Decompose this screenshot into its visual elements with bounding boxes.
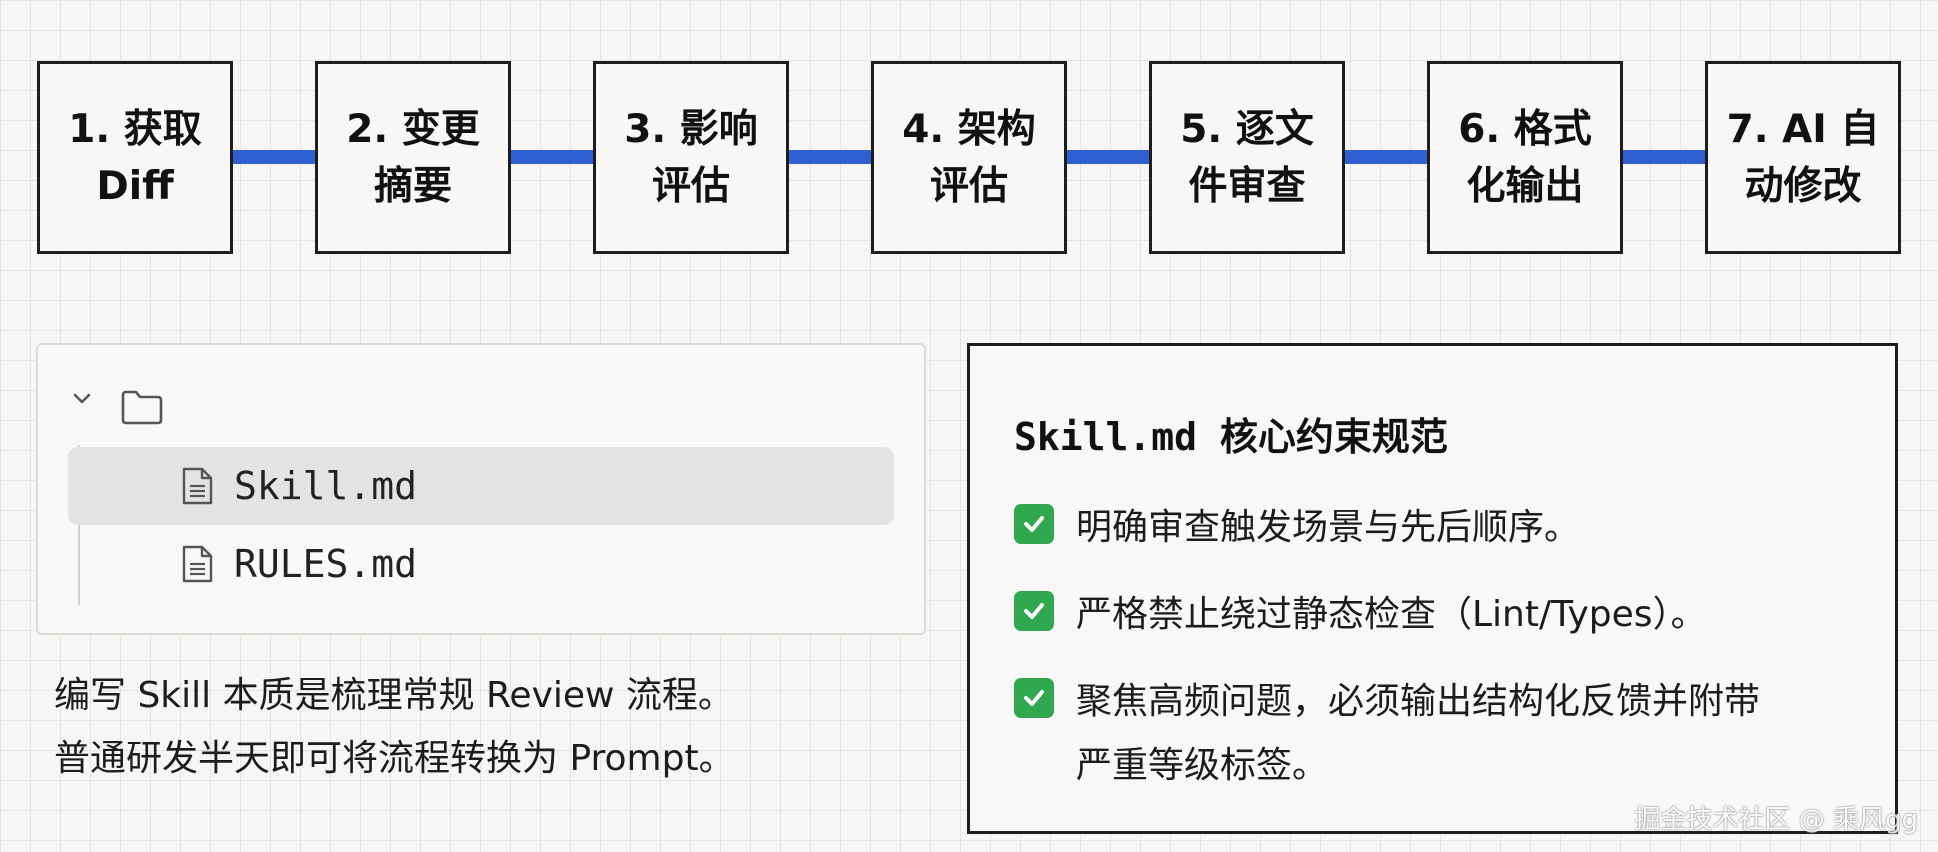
rule-text: 聚焦高频问题，必须输出结构化反馈并附带 严重等级标签。 bbox=[1076, 670, 1760, 798]
step-label-line2: 件审查 bbox=[1188, 163, 1306, 209]
step-label-line2: 评估 bbox=[929, 163, 1008, 209]
file-name: Skill.md bbox=[234, 464, 418, 508]
rule-item-1: 明确审查触发场景与先后顺序。 bbox=[1014, 496, 1854, 560]
step-label-line2: 动修改 bbox=[1744, 163, 1862, 209]
pipeline-step-2: 2. 变更 摘要 bbox=[315, 61, 511, 254]
rule-text: 严格禁止绕过静态检查（Lint/Types）。 bbox=[1076, 583, 1707, 647]
file-row-rules[interactable]: RULES.md bbox=[68, 525, 894, 603]
check-mark-icon bbox=[1014, 504, 1054, 544]
rules-panel: Skill.md 核心约束规范 明确审查触发场景与先后顺序。 严格禁止绕过静态检… bbox=[967, 343, 1898, 834]
check-mark-icon bbox=[1014, 678, 1054, 718]
caption-line-2: 普通研发半天即可将流程转换为 Prompt。 bbox=[54, 738, 735, 779]
step-label-line1: 2. 变更 bbox=[346, 106, 480, 152]
step-label-line1: 1. 获取 bbox=[68, 106, 202, 152]
file-text-icon bbox=[182, 467, 213, 505]
rule-text: 明确审查触发场景与先后顺序。 bbox=[1076, 496, 1580, 560]
file-text-icon bbox=[182, 545, 213, 583]
pipeline-step-1: 1. 获取 Diff bbox=[37, 61, 233, 254]
tree-indent-guide bbox=[78, 445, 80, 605]
folder-icon[interactable] bbox=[120, 389, 164, 425]
rule-text-line1: 聚焦高频问题，必须输出结构化反馈并附带 bbox=[1076, 681, 1761, 722]
pipeline-connector-3 bbox=[789, 150, 873, 164]
file-row-skill[interactable]: Skill.md bbox=[68, 447, 894, 525]
rules-title: Skill.md 核心约束规范 bbox=[1014, 415, 1448, 459]
file-explorer: Skill.md RULES.md bbox=[36, 343, 926, 635]
pipeline-connector-4 bbox=[1067, 150, 1151, 164]
pipeline-connector-6 bbox=[1623, 150, 1707, 164]
rule-item-2: 严格禁止绕过静态检查（Lint/Types）。 bbox=[1014, 583, 1854, 647]
step-label-line1: 4. 架构 bbox=[902, 106, 1036, 152]
pipeline-step-6: 6. 格式 化输出 bbox=[1427, 61, 1623, 254]
rule-text-line1: 严格禁止绕过静态检查（Lint/Types）。 bbox=[1076, 594, 1707, 635]
watermark: 掘金技术社区 @ 乘风gg bbox=[1634, 805, 1918, 835]
pipeline-step-3: 3. 影响 评估 bbox=[593, 61, 789, 254]
chevron-down-icon[interactable] bbox=[68, 385, 96, 413]
check-mark-icon bbox=[1014, 591, 1054, 631]
caption-text: 编写 Skill 本质是梳理常规 Review 流程。 普通研发半天即可将流程转… bbox=[54, 664, 914, 790]
pipeline-connector-2 bbox=[511, 150, 595, 164]
pipeline-connector-5 bbox=[1345, 150, 1429, 164]
rule-item-3: 聚焦高频问题，必须输出结构化反馈并附带 严重等级标签。 bbox=[1014, 670, 1854, 798]
pipeline-connector-1 bbox=[233, 150, 317, 164]
rule-text-line2: 严重等级标签。 bbox=[1076, 745, 1329, 786]
step-label-line1: 7. AI 自 bbox=[1726, 106, 1880, 152]
caption-line-1: 编写 Skill 本质是梳理常规 Review 流程。 bbox=[54, 675, 734, 716]
pipeline-step-4: 4. 架构 评估 bbox=[871, 61, 1067, 254]
step-label-line2: Diff bbox=[96, 163, 174, 209]
rule-text-line1: 明确审查触发场景与先后顺序。 bbox=[1076, 507, 1581, 548]
step-label-line2: 化输出 bbox=[1466, 163, 1584, 209]
pipeline-step-5: 5. 逐文 件审查 bbox=[1149, 61, 1345, 254]
file-name: RULES.md bbox=[234, 542, 418, 586]
step-label-line2: 摘要 bbox=[373, 163, 452, 209]
step-label-line1: 6. 格式 bbox=[1458, 106, 1592, 152]
step-label-line1: 5. 逐文 bbox=[1180, 106, 1314, 152]
step-label-line1: 3. 影响 bbox=[624, 106, 758, 152]
step-label-line2: 评估 bbox=[651, 163, 730, 209]
pipeline-step-7: 7. AI 自 动修改 bbox=[1705, 61, 1901, 254]
